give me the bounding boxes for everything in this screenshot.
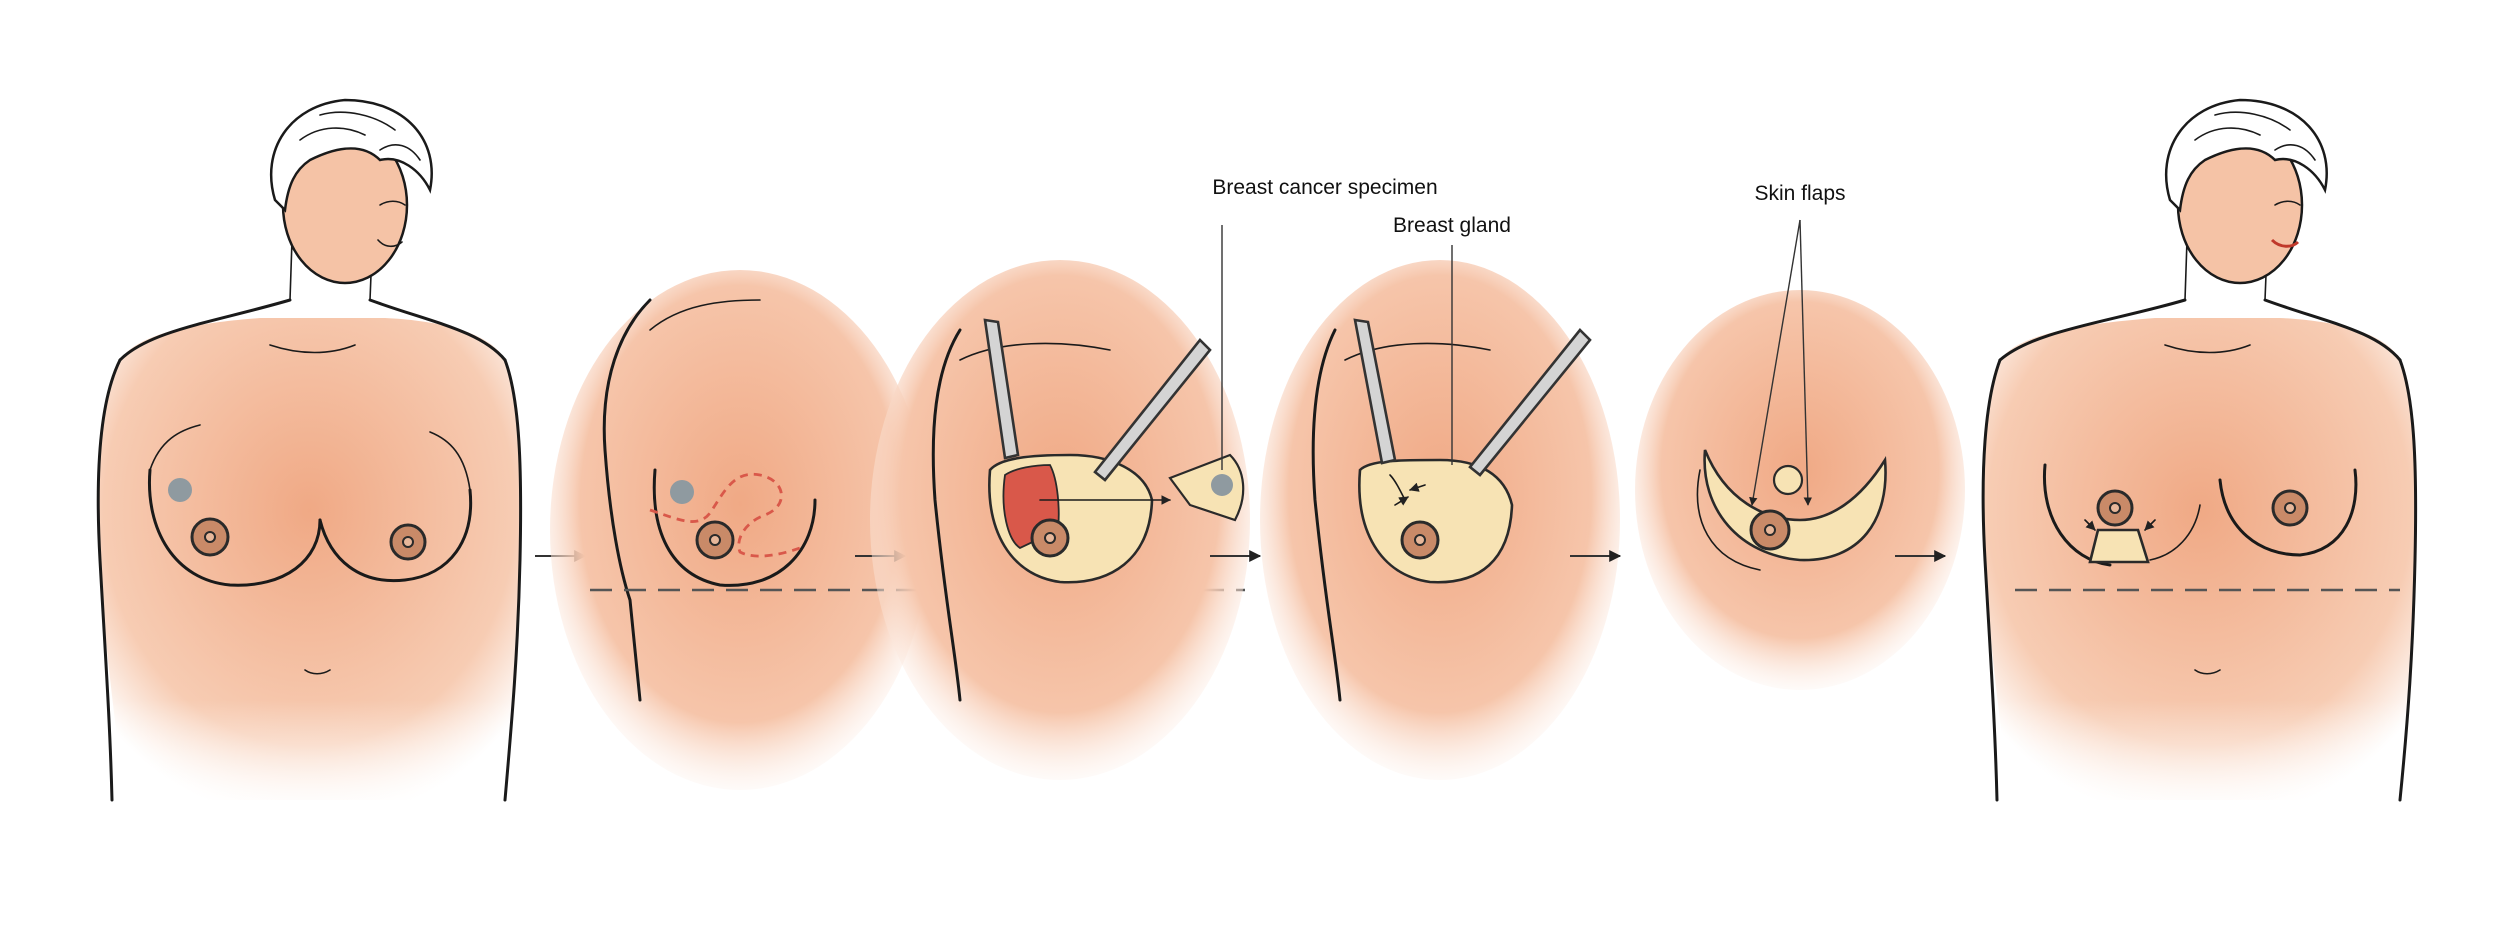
breast-gland	[1358, 458, 1514, 584]
label-flaps: Skin flaps	[1754, 182, 1845, 205]
figure-excision: Breast cancer specimen	[870, 176, 1438, 780]
flaps-pointer-2	[1799, 219, 1812, 506]
incision-line	[649, 472, 801, 558]
tumor-mark	[670, 480, 694, 504]
label-gland: Breast gland	[1393, 214, 1511, 237]
flaps-pointer-1	[1749, 219, 1801, 506]
closure-wedge	[2088, 528, 2150, 564]
retractor-left	[983, 318, 1020, 460]
torso	[1983, 318, 2417, 800]
tumor-mark	[168, 478, 192, 502]
figure-gland-mobilization: Breast gland	[1260, 214, 1620, 780]
specimen	[1168, 453, 1245, 522]
figure-preoperative	[90, 98, 540, 820]
retractor-right	[1468, 328, 1592, 477]
label-specimen: Breast cancer specimen	[1212, 176, 1437, 199]
retractor-right	[1093, 338, 1212, 482]
retractor-left	[1353, 318, 1397, 465]
figure-incision-plan	[550, 270, 930, 790]
figure-postoperative	[1970, 98, 2430, 820]
torso	[98, 318, 521, 800]
figure-skin-flaps: Skin flaps	[1635, 182, 1965, 690]
